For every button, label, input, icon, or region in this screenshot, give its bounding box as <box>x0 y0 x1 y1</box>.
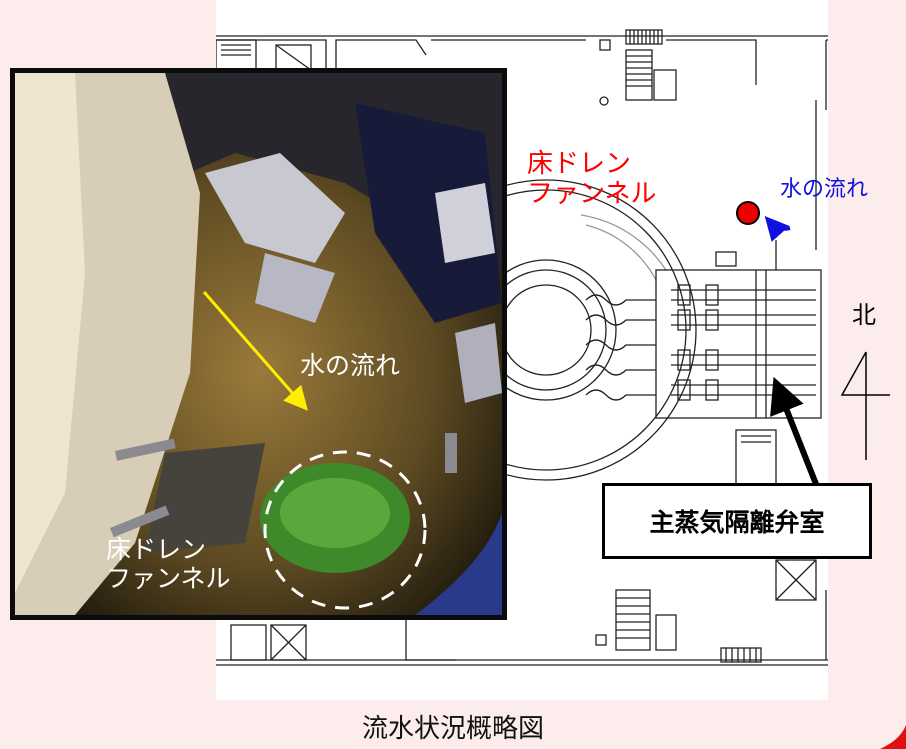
plan-flow-label: 水の流れ <box>780 177 869 202</box>
msiv-room-callout: 主蒸気隔離弁室 <box>602 483 872 559</box>
camera-photo-frame <box>10 68 507 620</box>
figure-caption: 流水状況概略図 <box>361 714 544 744</box>
north-arrow-head <box>840 351 890 396</box>
photo-drain-label: 床ドレン ファンネル <box>106 535 231 594</box>
camera-photo <box>15 73 502 615</box>
plan-drain-label-line1: 床ドレン <box>527 149 632 179</box>
plan-drain-label-line2: ファンネル <box>527 178 657 209</box>
north-label: 北 <box>852 301 876 329</box>
photo-flow-label: 水の流れ <box>300 351 401 380</box>
plan-drain-label: 床ドレン ファンネル <box>527 149 657 210</box>
photo-drain-label-line2: ファンネル <box>106 563 231 593</box>
photo-drain-label-line1: 床ドレン <box>106 535 207 564</box>
